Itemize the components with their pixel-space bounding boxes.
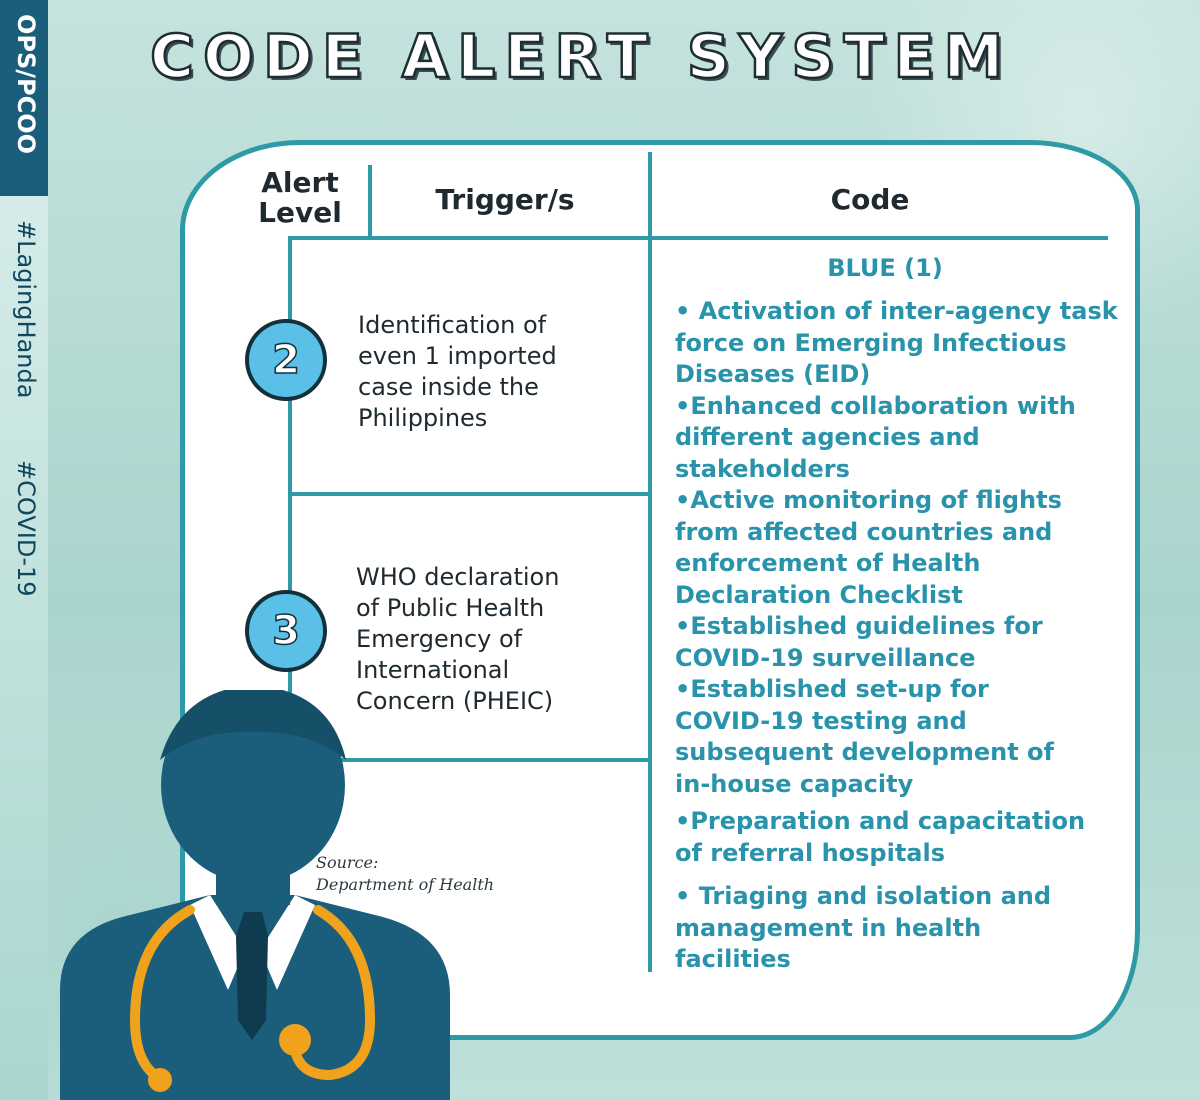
hashtag-laginghanda: #LagingHanda: [12, 220, 40, 399]
header-alert-level: Alert Level: [240, 168, 360, 228]
code-list: • Activation of inter-agency task force …: [675, 296, 1125, 976]
doctor-hair: [160, 690, 346, 760]
hashtag-covid19: #COVID-19: [12, 460, 40, 597]
code-item: • Triaging and isolation and management …: [675, 882, 1052, 973]
source-name: Department of Health: [316, 875, 495, 894]
doctor-tie: [236, 912, 268, 1040]
stethoscope-tube-left: [129, 905, 195, 1080]
doctor-collar-right: [260, 895, 315, 990]
ops-pcoo-tag: [0, 0, 48, 196]
code-title: BLUE (1): [827, 254, 943, 282]
source-label: Source:: [316, 853, 379, 872]
doctor-illustration: [60, 690, 450, 1100]
code-item: • Activation of inter-agency task force …: [675, 297, 1118, 388]
header-alert-text: Alert: [261, 166, 339, 199]
trigger-text-level-2: Identification of even 1 imported case i…: [358, 311, 557, 432]
sidebar: OPS/PCOO #LagingHanda #COVID-19: [0, 0, 48, 1100]
left-column-line: [288, 238, 292, 760]
code-item: •Established set-up for COVID-19 testing…: [675, 675, 1054, 798]
code-item: •Established guidelines for COVID-19 sur…: [675, 612, 1043, 672]
code-item: •Active monitoring of flights from affec…: [675, 486, 1062, 609]
stethoscope-earpiece: [148, 1068, 172, 1092]
trigger-text-level-3: WHO declaration of Public Health Emergen…: [356, 563, 560, 715]
header-row-line: [288, 236, 1108, 240]
source-note: Source: Department of Health: [316, 852, 494, 896]
divider-trigger-code: [648, 152, 652, 972]
code-item: •Preparation and capacitation of referra…: [675, 807, 1086, 867]
alert-table-card: [180, 140, 1140, 1040]
row-divider-2: [288, 758, 650, 762]
alert-level-badge-3: 3: [245, 590, 327, 672]
stethoscope-tube-right: [313, 905, 375, 1025]
header-triggers: Trigger/s: [435, 183, 575, 216]
header-code: Code: [830, 183, 910, 216]
doctor-head: [161, 690, 345, 883]
doctor-collar-left: [190, 895, 245, 990]
stethoscope-chestpiece: [279, 1024, 311, 1056]
stethoscope-loop: [290, 1015, 375, 1081]
alert-level-badge-2: 2: [245, 319, 327, 401]
page-title: CODE ALERT SYSTEM: [149, 21, 1013, 94]
header-level-text: Level: [258, 196, 342, 229]
ops-pcoo-label: OPS/PCOO: [12, 14, 40, 155]
code-item: •Enhanced collaboration with different a…: [675, 391, 1076, 483]
divider-level-trigger-header: [368, 165, 372, 237]
row-divider-1: [288, 492, 650, 496]
